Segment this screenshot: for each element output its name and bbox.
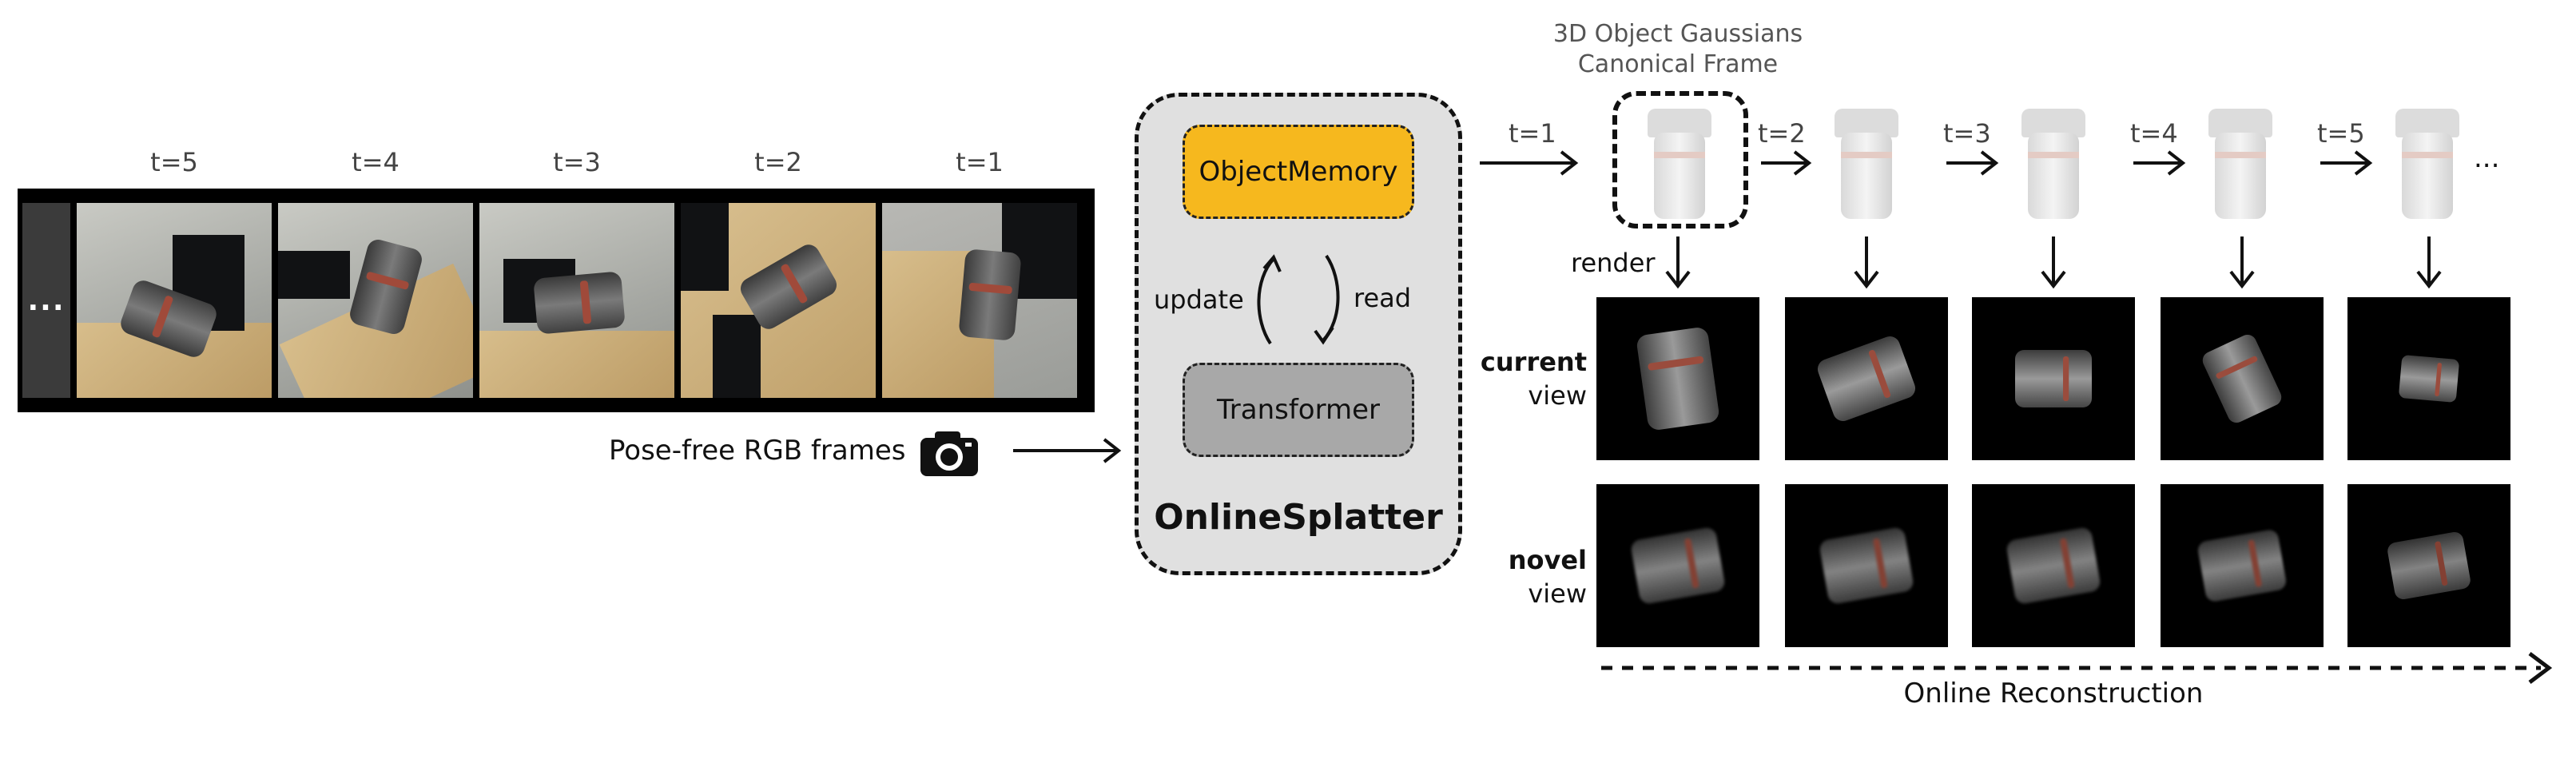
novel-view-render-t2: [1785, 484, 1948, 647]
novel-view-render-t5: [2347, 484, 2510, 647]
step-label-t5: t=5: [2317, 118, 2365, 149]
current-view-render-t5: [2347, 297, 2510, 460]
frame-label-t1: t=1: [956, 147, 1004, 177]
online-reconstruction-label: Online Reconstruction: [1903, 678, 2204, 709]
novel-view-render-t3: [1972, 484, 2135, 647]
current-label-bold: current: [1480, 347, 1587, 377]
novel-label-rest: view: [1528, 578, 1587, 609]
gaussian-object-t5: [2394, 105, 2461, 224]
canonical-frame-box: [1612, 91, 1748, 229]
update-read-cycle-arrows: [1257, 254, 1340, 345]
gaussian-object-t1: [1646, 105, 1713, 224]
rgb-frame-t5: [77, 203, 272, 398]
gaussian-object-t2: [1833, 105, 1900, 224]
current-view-label: current view: [1467, 345, 1587, 412]
camera-icon: [920, 431, 978, 476]
canonical-frame-title: 3D Object Gaussians Canonical Frame: [1518, 19, 1838, 80]
current-view-render-t4: [2161, 297, 2324, 460]
render-label: render: [1571, 248, 1656, 278]
read-label: read: [1354, 283, 1412, 313]
transformer-block: Transformer: [1183, 363, 1414, 457]
rgb-frame-t1: [882, 203, 1077, 398]
rgb-frame-t3: [479, 203, 674, 398]
gaussians-title-line2: Canonical Frame: [1577, 50, 1779, 78]
step-label-t4: t=4: [2130, 118, 2178, 149]
gaussian-object-t3: [2020, 105, 2087, 224]
frame-label-t4: t=4: [352, 147, 400, 177]
step-label-t1: t=1: [1509, 118, 1556, 149]
rgb-frame-t2: [681, 203, 876, 398]
gaussians-title-line1: 3D Object Gaussians: [1552, 20, 1803, 48]
frame-label-t2: t=2: [754, 147, 802, 177]
more-frames-ellipsis: ...: [22, 203, 70, 398]
step-label-t3: t=3: [1943, 118, 1991, 149]
more-steps-ellipsis: ...: [2474, 142, 2500, 174]
novel-view-render-t1: [1596, 484, 1759, 647]
input-arrow: [1013, 438, 1122, 463]
current-view-render-t1: [1596, 297, 1759, 460]
current-label-rest: view: [1528, 380, 1587, 411]
rgb-frame-strip: ...: [18, 189, 1095, 412]
onlinesplatter-title: OnlineSplatter: [1154, 497, 1443, 538]
gaussian-object-t4: [2207, 105, 2274, 224]
novel-view-label: novel view: [1467, 543, 1587, 610]
novel-label-bold: novel: [1508, 545, 1587, 575]
step-label-t2: t=2: [1758, 118, 1806, 149]
object-memory-block: ObjectMemory: [1183, 125, 1414, 219]
update-label: update: [1154, 284, 1244, 315]
pose-free-frames-caption: Pose-free RGB frames: [609, 435, 906, 467]
frame-label-t3: t=3: [553, 147, 601, 177]
current-view-render-t2: [1785, 297, 1948, 460]
frame-label-t5: t=5: [150, 147, 198, 177]
rgb-frame-t4: [278, 203, 473, 398]
novel-view-render-t4: [2161, 484, 2324, 647]
current-view-render-t3: [1972, 297, 2135, 460]
